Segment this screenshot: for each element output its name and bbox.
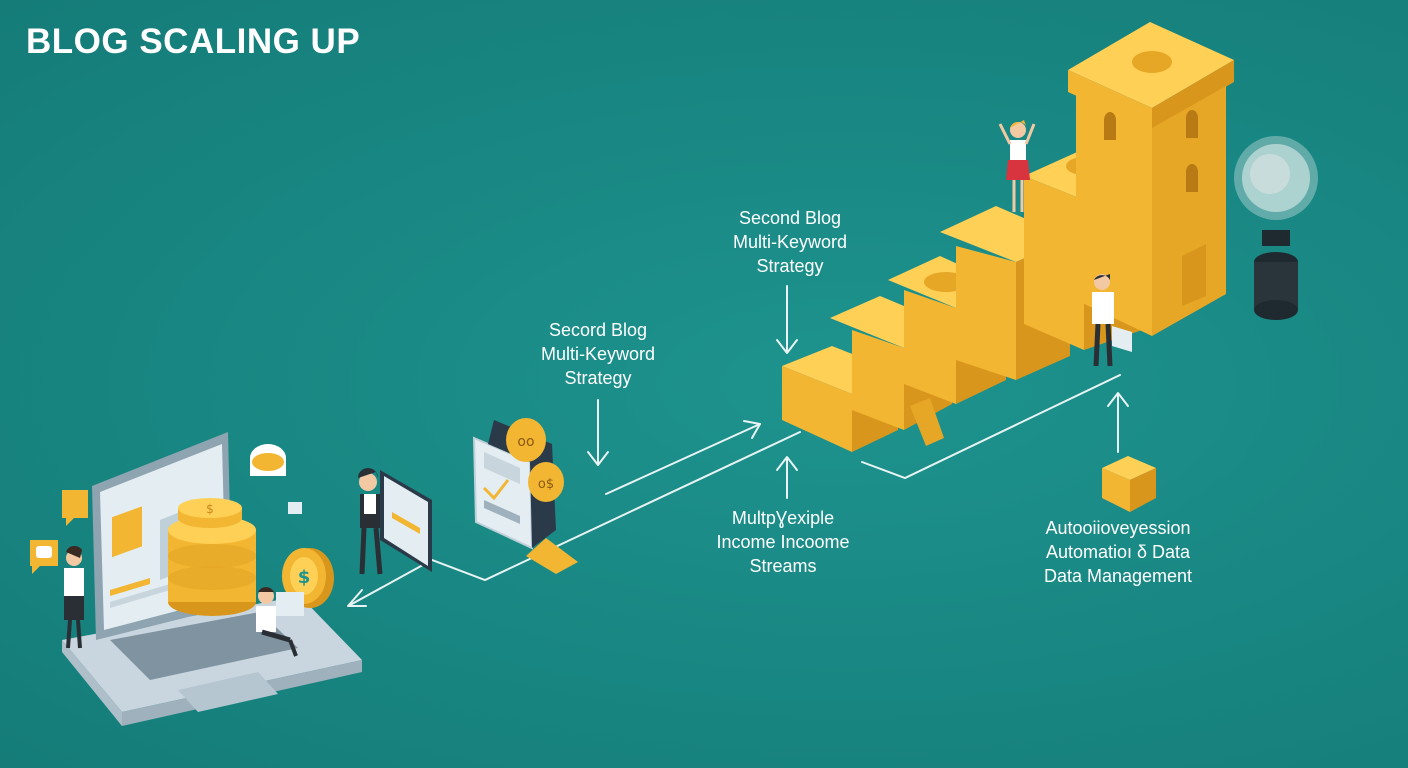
arrowhead-down-mid — [587, 451, 609, 466]
arrow-heads — [347, 285, 1129, 607]
lightbulb-icon — [1234, 136, 1318, 320]
label-line: Secord Blog — [548, 320, 648, 340]
coin-stack-icon: $ — [168, 498, 256, 616]
arrowhead-left — [347, 589, 367, 607]
label-line: Data Management — [1043, 566, 1193, 586]
tablet-icon: oo o$ — [472, 418, 578, 574]
gold-cube-icon — [1102, 456, 1156, 512]
arrowhead-up-automation — [1107, 392, 1129, 407]
label-income-streams: MultpƔexiple Income Incoome Streams — [678, 506, 888, 578]
person-presenter — [358, 468, 383, 575]
person-woman-left — [64, 545, 84, 649]
label-secord-blog-strategy: Secord Blog Multi-Keyword Strategy — [498, 318, 698, 390]
label-line: Autooiioveyession — [1045, 518, 1191, 538]
tower-icon — [1068, 22, 1234, 336]
label-line: Multi-Keyword — [732, 232, 848, 252]
label-automation-data: Autooiioveyession Automatioı δ Data Data… — [1008, 516, 1228, 588]
label-line: Second Blog — [738, 208, 842, 228]
person-businessman — [1092, 274, 1132, 367]
label-line: Automatioı δ Data — [1045, 542, 1191, 562]
svg-text:o$: o$ — [538, 477, 554, 492]
person-sitting-laptop — [256, 587, 304, 657]
label-line: Streams — [749, 556, 817, 576]
chat-bubble-icon — [30, 444, 302, 574]
label-line: Income Incoome — [716, 532, 850, 552]
diagram-title: BLOG SCALING UP — [26, 22, 361, 61]
label-line: Strategy — [756, 256, 824, 276]
svg-text:$: $ — [206, 502, 214, 516]
svg-text:oo: oo — [517, 434, 534, 450]
label-second-blog-strategy: Second Blog Multi-Keyword Strategy — [690, 206, 890, 278]
label-line: Multi-Keyword — [540, 344, 656, 364]
flow-line-upper — [605, 423, 761, 495]
label-line: MultpƔexiple — [731, 508, 835, 528]
flow-line-lower — [349, 431, 801, 606]
arrowhead-down-upper — [776, 339, 798, 354]
arrowhead-up-income — [776, 456, 798, 471]
person-celebrating — [998, 120, 1036, 212]
label-line: Strategy — [564, 368, 632, 388]
presentation-board-icon — [380, 470, 432, 572]
flow-line-base — [861, 374, 1121, 480]
svg-text:$: $ — [298, 567, 311, 588]
flow-path — [349, 374, 1121, 606]
arrowhead-upper-right — [743, 420, 761, 439]
